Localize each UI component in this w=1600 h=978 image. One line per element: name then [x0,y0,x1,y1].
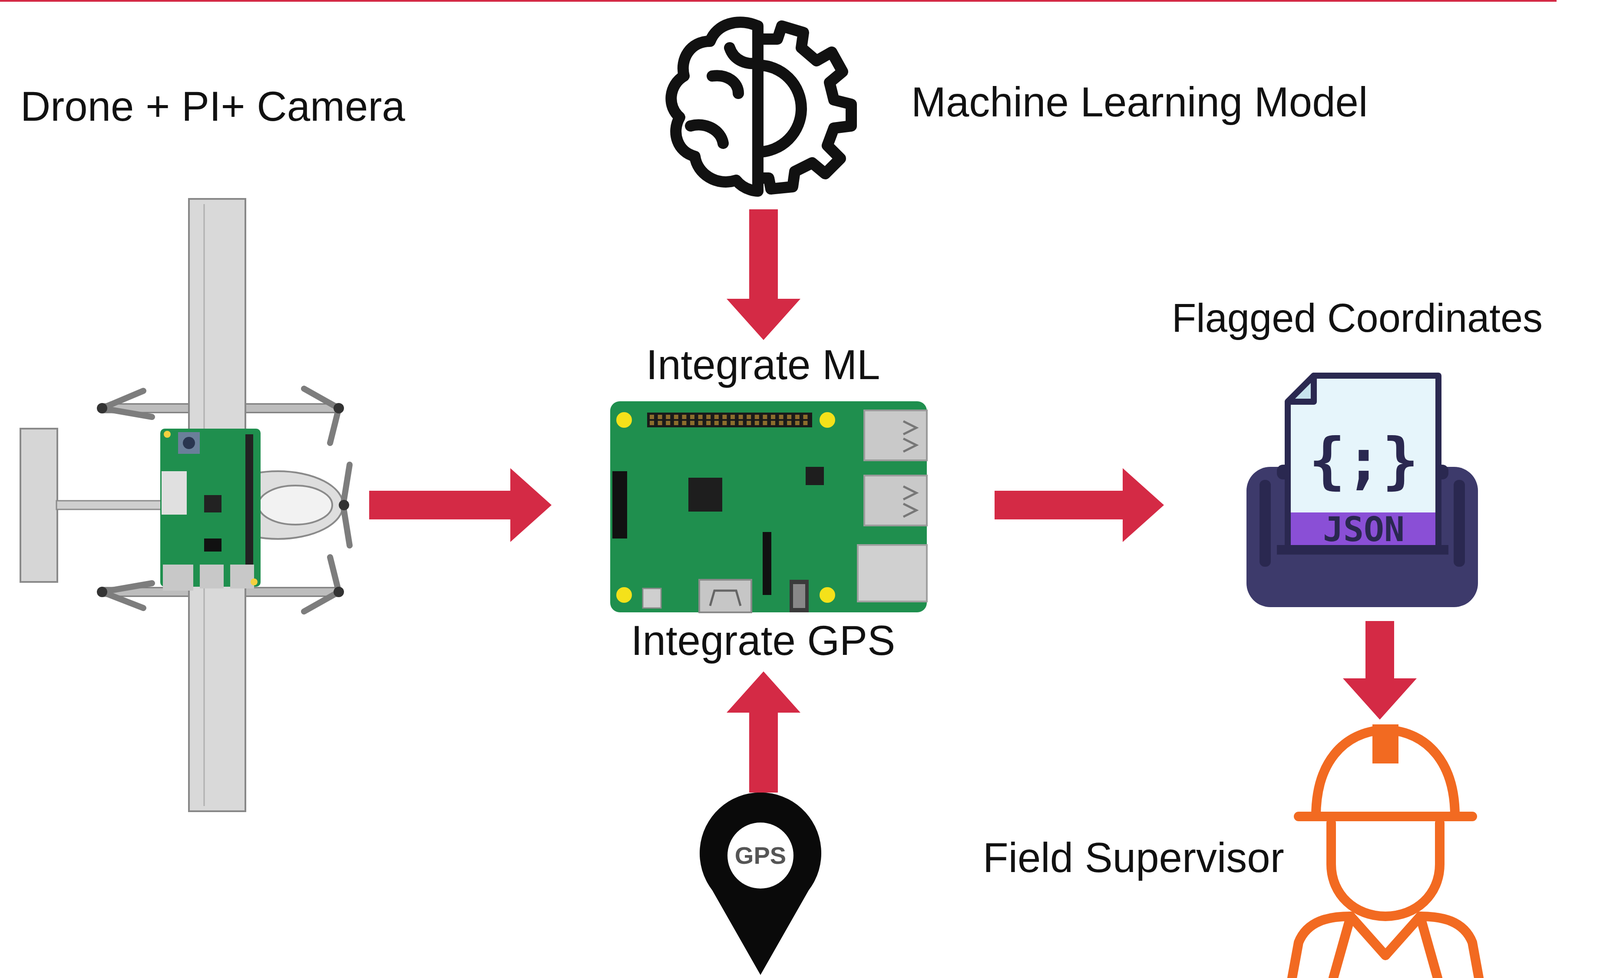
gpio-pin [795,420,800,426]
gpio-pin [803,414,808,420]
gpio-pin [786,414,792,420]
gpio-pin [746,420,751,426]
node-heading: Machine Learning Model [911,78,1368,126]
node-heading: Field Supervisor [982,833,1285,882]
raspberry-pi-board [610,401,927,613]
gpio-pin [803,420,808,426]
field-supervisor-figure [1292,724,1479,978]
gpio-pin [674,420,679,426]
flow-arrow [369,468,552,543]
flow-arrow [726,209,801,341]
drone-node: Drone + PI+ Camera [20,82,455,817]
gpio-pin [754,420,760,426]
gpio-pin [657,420,663,426]
gpio-pin [779,414,784,420]
gpio-pin [698,420,703,426]
gpio-pin [722,420,727,426]
gpio-pin [754,414,760,420]
node-shape [668,15,858,200]
node-heading: Flagged Coordinates [1171,295,1543,342]
gpio-pin [730,414,735,420]
gpio-pin [738,420,744,426]
gpio-pin [722,414,727,420]
gpio-pin [681,420,687,426]
node-shape [1281,723,1490,978]
node-shape [20,198,348,812]
flow-arrow [1342,621,1417,720]
json-document-icon [1246,375,1478,608]
gpio-pin [786,420,792,426]
gpio-pin [730,420,735,426]
gpio-pin [698,414,703,420]
gps-pin-icon [699,792,822,976]
gpio-pin [690,420,695,426]
gpio-pin [714,420,719,426]
flow-arrow [994,468,1164,543]
ml-brain-gear-icon [671,22,852,192]
gpio-pin [649,414,655,420]
gpio-pin [657,414,663,420]
gpio-pin [746,414,751,420]
ml-model-node: Machine Learning Model [668,15,1460,202]
node-heading: Integrate ML [646,340,881,389]
gpio-pin [665,420,671,426]
gpio-pin [762,420,767,426]
gpio-pin [665,414,671,420]
gpio-pin [674,414,679,420]
node-heading: Drone + PI+ Camera [20,82,406,131]
icon-glyph: {;} [1309,425,1419,496]
gpio-pin [690,414,695,420]
drone-illustration [20,198,350,812]
gpio-pin [795,414,800,420]
icon-label: JSON [1322,510,1405,550]
gpio-pin [779,420,784,426]
gpio-pin [649,420,655,426]
top-rule [0,0,1557,2]
gpio-pin [762,414,767,420]
json-output-node: Flagged Coordinates {;} JSON [1168,295,1599,611]
icon-label: GPS [734,841,787,870]
flow-arrow [726,671,801,793]
gpio-pin [770,414,776,420]
gpio-pin [770,420,776,426]
gpio-pin [706,420,711,426]
node-shape [697,805,824,976]
raspberry-pi-node: Integrate ML Integrate GPS [610,340,928,669]
gpio-pin [706,414,711,420]
gpio-pin [681,414,687,420]
node-heading: Integrate GPS [631,616,896,665]
supervisor-node: Field Supervisor [977,723,1499,978]
gps-node: GPS [697,805,824,976]
gpio-pin [738,414,744,420]
gpio-pin [714,414,719,420]
